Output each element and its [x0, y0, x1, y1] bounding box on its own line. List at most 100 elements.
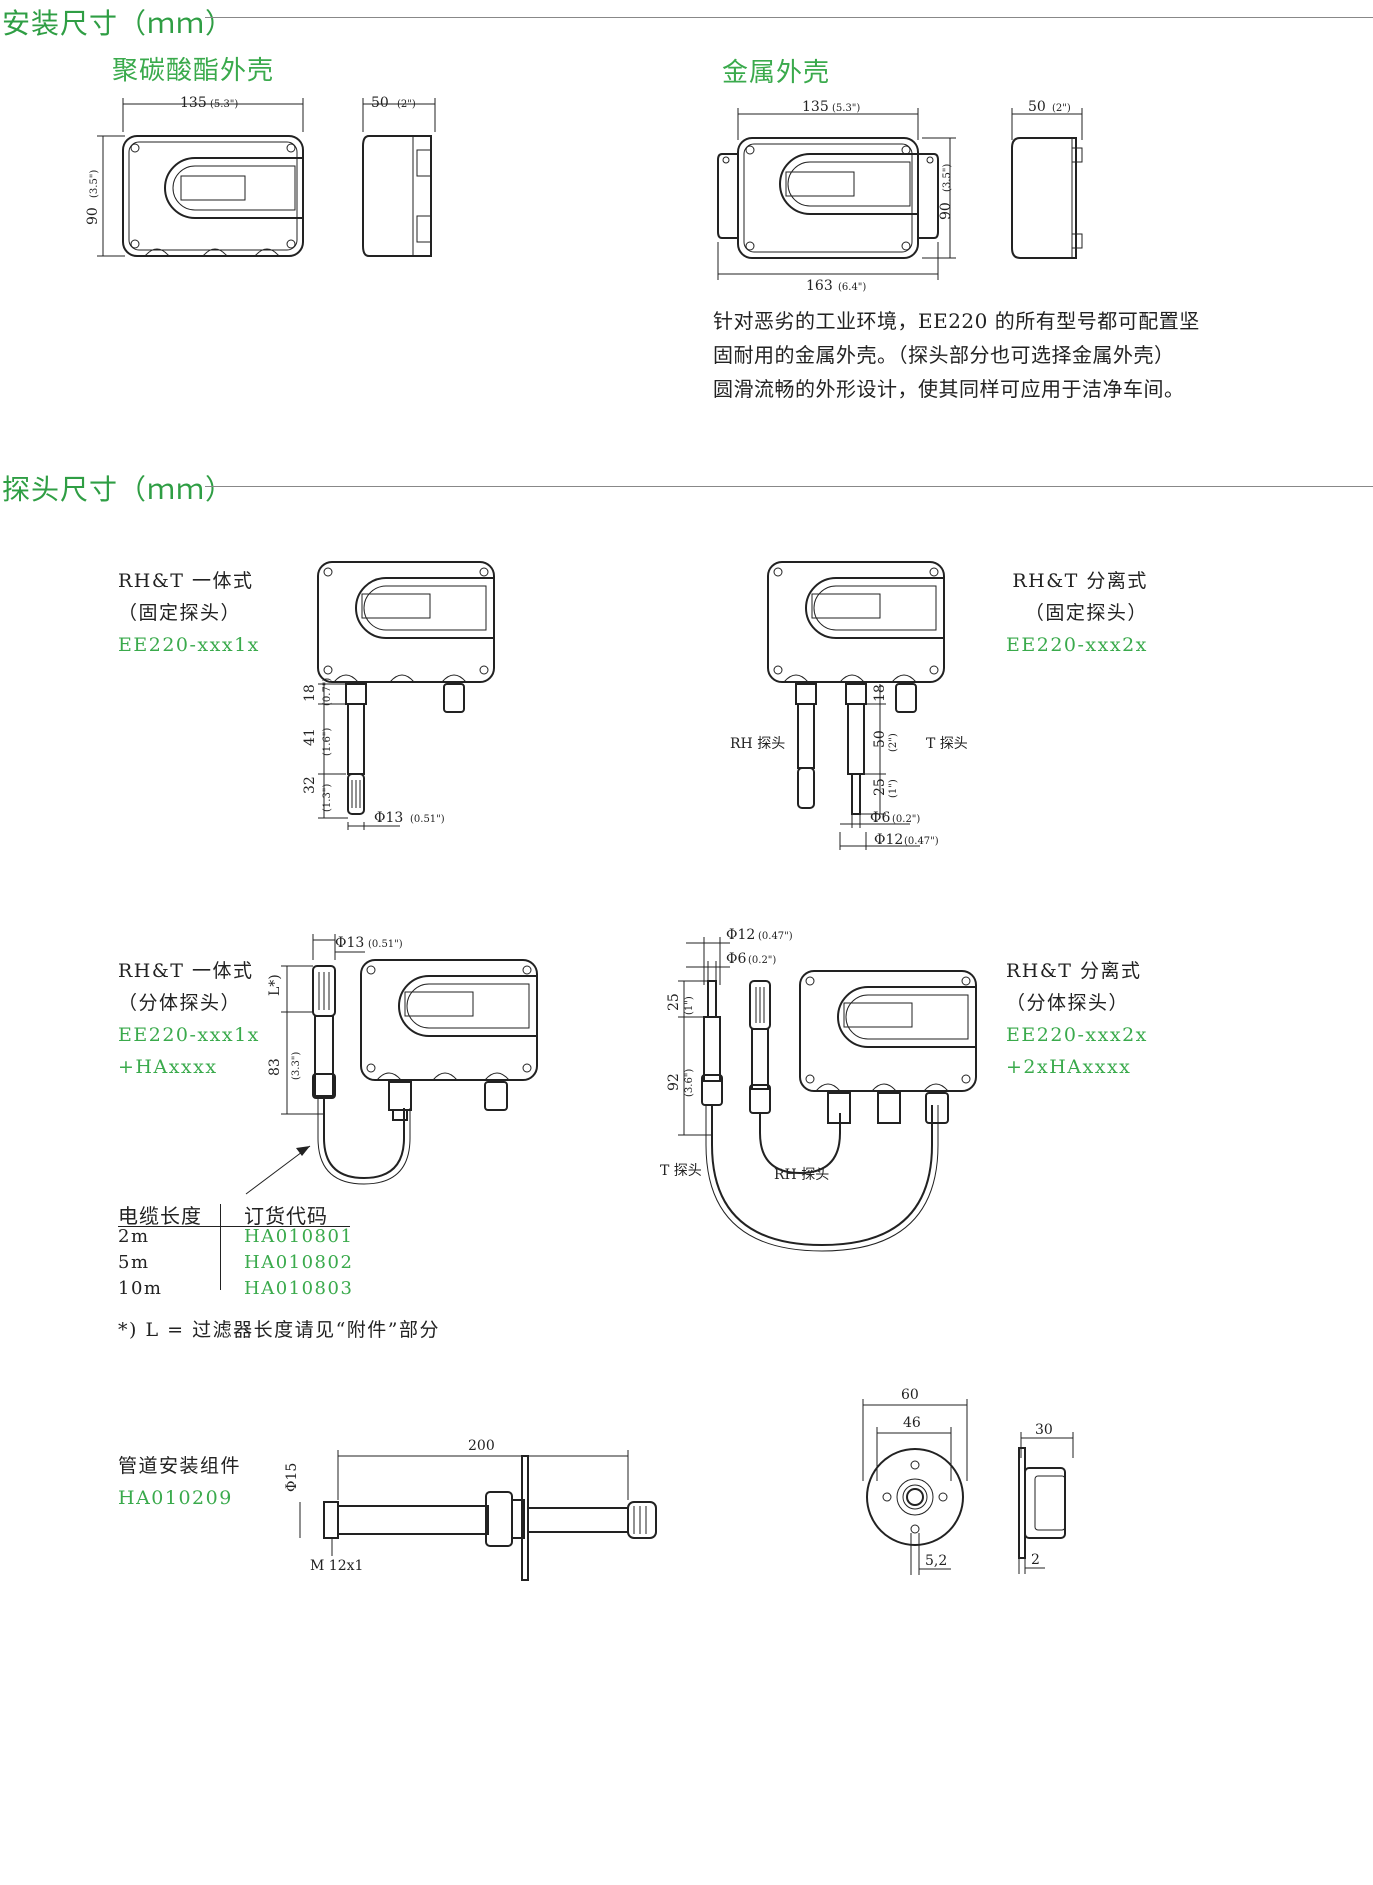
duct-kit-label: 管道安装组件 HA010209	[118, 1450, 241, 1514]
cable-length: 10m	[118, 1278, 163, 1299]
variant3-line1: RH&T 一体式	[118, 960, 254, 982]
dim-phi6: Φ6	[870, 810, 890, 826]
variant3-drawing: Φ13 (0.51") L*) 83 (3.3")	[267, 934, 538, 1185]
duct-kit-name: 管道安装组件	[118, 1455, 242, 1477]
subtitle-metal: 金属外壳	[722, 58, 831, 88]
dim-32-inch: (1.3")	[322, 784, 333, 812]
dim-32: 32	[302, 776, 318, 794]
dim-90-inch: (3.5")	[942, 164, 953, 192]
dim-5-2: 5,2	[925, 1553, 947, 1569]
variant1-drawing: 18 (0.7") 41 (1.6") 32 (1.3") Φ13 (0.51"…	[302, 561, 495, 830]
cable-length: 5m	[118, 1252, 150, 1273]
metal-side-drawing: 50 (2")	[1011, 99, 1083, 259]
dim-41-inch: (1.6")	[322, 728, 333, 756]
dim-163: 163	[806, 278, 833, 294]
variant1-line2: （固定探头）	[118, 602, 242, 624]
dim-50-inch: (2")	[888, 733, 899, 752]
label-rh-probe: RH 探头	[730, 736, 785, 752]
dim-phi6: Φ6	[726, 951, 746, 967]
dim-25-inch: (1")	[684, 996, 695, 1015]
variant2-line2: （固定探头）	[1024, 602, 1148, 624]
label-rh-probe: RH 探头	[774, 1167, 829, 1183]
dim-18-inch: (0.7")	[322, 678, 333, 706]
duct-kit-code: HA010209	[118, 1487, 233, 1509]
section-divider	[205, 486, 1373, 487]
duct-kit-flange-drawing: 60 46 5,2	[862, 1387, 968, 1575]
variant4-line1: RH&T 分离式	[1006, 960, 1142, 982]
dim-phi12: Φ12	[874, 832, 903, 848]
cable-table-header-code: 订货代码	[244, 1204, 328, 1228]
dim-50: 50	[872, 730, 888, 748]
dim-135-inch: (5.3")	[210, 99, 238, 110]
cable-table-header-length: 电缆长度	[118, 1204, 202, 1228]
variant3-code2: +HAxxxx	[118, 1056, 218, 1078]
metal-note: 针对恶劣的工业环境，EE220 的所有型号都可配置坚 固耐用的金属外壳。（探头部…	[713, 304, 1200, 406]
variant1-label: RH&T 一体式 （固定探头） EE220-xxx1x	[118, 565, 260, 661]
metal-front-drawing: 135 (5.3") 90 (3.5") 163 (6.4")	[717, 99, 956, 294]
dim-83-inch: (3.3")	[291, 1052, 302, 1080]
section-title-install: 安装尺寸（ｍｍ）	[2, 7, 235, 40]
variant3-code: EE220-xxx1x	[118, 1024, 260, 1046]
cable-table-column-divider	[220, 1204, 221, 1290]
variant3-line2: （分体探头）	[118, 992, 242, 1014]
table-row: 5m	[118, 1250, 162, 1276]
section-title-probe: 探头尺寸（ｍｍ）	[2, 473, 235, 506]
metal-note-line: 圆滑流畅的外形设计，使其同样可应用于洁净车间。	[713, 377, 1185, 401]
dim-25: 25	[872, 778, 888, 796]
dim-phi6-inch: (0.2")	[748, 955, 776, 966]
dim-135-inch: (5.3")	[832, 103, 860, 114]
dim-50-inch: (2")	[1052, 103, 1071, 114]
label-t-probe: T 探头	[660, 1163, 702, 1179]
dim-163-inch: (6.4")	[838, 282, 866, 293]
cable-arrow	[245, 1145, 311, 1195]
dim-200: 200	[468, 1438, 495, 1454]
cable-code: HA010801	[244, 1226, 354, 1247]
dim-135: 135	[802, 99, 829, 115]
dim-phi13-inch: (0.51")	[410, 814, 445, 825]
section-divider	[205, 17, 1373, 18]
table-row: 10m	[118, 1276, 162, 1302]
dim-90: 90	[85, 207, 101, 225]
dim-135: 135	[180, 95, 207, 111]
variant3-label: RH&T 一体式 （分体探头） EE220-xxx1x +HAxxxx	[118, 955, 260, 1083]
polycarbonate-side-drawing: 50 (2")	[362, 95, 436, 257]
cable-table-divider	[118, 1226, 350, 1227]
dim-phi13-inch: (0.51")	[368, 939, 403, 950]
table-row: 2m	[118, 1224, 162, 1250]
metal-note-line: 针对恶劣的工业环境，EE220 的所有型号都可配置坚	[713, 309, 1200, 333]
dim-thread: M 12x1	[310, 1558, 363, 1574]
dim-phi13: Φ13	[335, 935, 364, 951]
dim-18: 18	[302, 684, 318, 702]
dim-phi6-inch: (0.2")	[892, 814, 920, 825]
dim-phi12: Φ12	[726, 927, 755, 943]
duct-kit-end-drawing: 30 2	[1018, 1422, 1074, 1574]
variant2-drawing: 18 50 (2") 25 (1") RH 探头 T 探头 Φ6 (0.2") …	[730, 561, 968, 850]
dim-25-inch: (1")	[888, 779, 899, 798]
duct-kit-side-drawing: 200 Φ15 M 12x1	[284, 1438, 657, 1581]
variant2-code: EE220-xxx2x	[1006, 634, 1148, 656]
polycarbonate-front-drawing: 135 (5.3") 90 (3.5")	[85, 95, 304, 257]
dim-90-inch: (3.5")	[89, 170, 100, 198]
variant1-code: EE220-xxx1x	[118, 634, 260, 656]
subtitle-polycarbonate: 聚碳酸酯外壳	[112, 56, 275, 86]
variant4-code: EE220-xxx2x	[1006, 1024, 1148, 1046]
dim-50: 50	[371, 95, 389, 111]
dim-46: 46	[903, 1415, 921, 1431]
variant1-line1: RH&T 一体式	[118, 570, 254, 592]
dim-90: 90	[938, 202, 954, 220]
dim-phi15: Φ15	[284, 1463, 300, 1492]
label-t-probe: T 探头	[926, 736, 968, 752]
variant4-label: RH&T 分离式 （分体探头） EE220-xxx2x +2xHAxxxx	[1006, 955, 1148, 1083]
dim-41: 41	[302, 728, 318, 746]
footnote: *) L = 过滤器长度请见“附件”部分	[118, 1319, 440, 1341]
dim-50: 50	[1028, 99, 1046, 115]
dim-phi12-inch: (0.47")	[904, 836, 939, 847]
dim-92-inch: (3.6")	[684, 1069, 695, 1097]
cable-code: HA010803	[244, 1278, 354, 1299]
dim-92: 92	[666, 1073, 682, 1091]
variant2-label: RH&T 分离式 （固定探头） EE220-xxx2x	[1006, 565, 1148, 661]
variant4-drawing: Φ12 (0.47") Φ6 (0.2") 25 (1") 92 (3.6") …	[660, 927, 977, 1252]
dim-2: 2	[1031, 1552, 1040, 1568]
variant2-line1: RH&T 分离式	[1012, 570, 1148, 592]
dim-phi13: Φ13	[374, 810, 403, 826]
